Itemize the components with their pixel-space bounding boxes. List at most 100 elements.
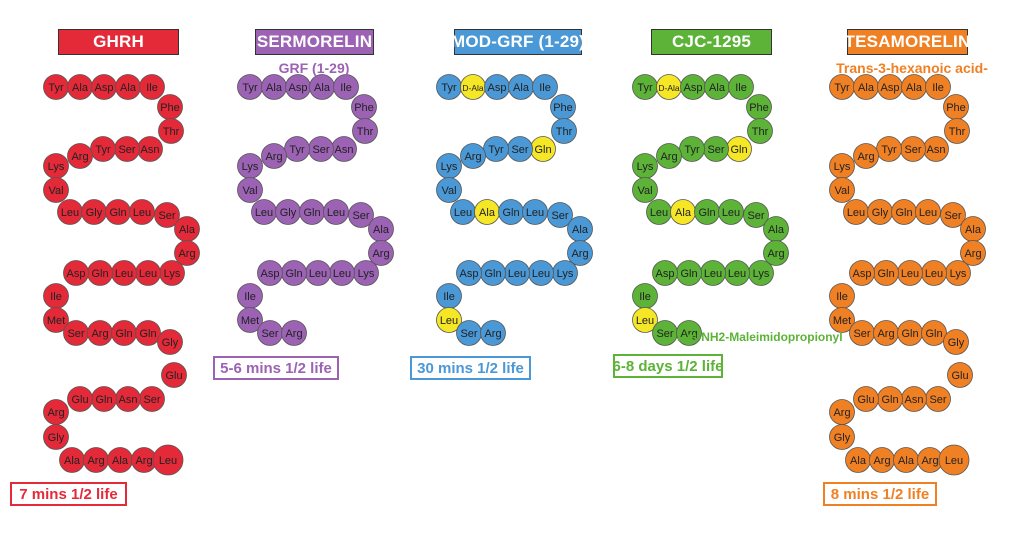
residue-label-sermorelin-12: Lys: [242, 161, 259, 173]
halflife-label-cjc1295: 6-8 days 1/2 life: [613, 354, 723, 378]
residue-label-sermorelin-20: Arg: [372, 248, 389, 260]
residue-cjc-29: [676, 320, 702, 346]
residue-label-tesamorelin-26: Ile: [836, 291, 848, 303]
residue-label-tesamorelin-18: Ser: [944, 210, 961, 222]
residue-label-modgrf-28: Ser: [460, 328, 477, 340]
residue-label-sermorelin-15: Gly: [280, 207, 297, 219]
residue-label-tesamorelin-27: Met: [833, 315, 851, 327]
residue-label-modgrf-24: Gln: [484, 268, 501, 280]
halflife-label-modgrf: 30 mins 1/2 life: [410, 356, 531, 380]
residue-label-ghrh-37: Glu: [71, 394, 88, 406]
residue-label-sermorelin-22: Leu: [333, 268, 351, 280]
residue-tesamorelin-13: [829, 177, 855, 203]
residue-label-tesamorelin-20: Arg: [964, 248, 981, 260]
residue-label-sermorelin-26: Ile: [244, 291, 256, 303]
residue-label-modgrf-1: Tyr: [441, 82, 457, 94]
residue-label-tesamorelin-41: Arg: [873, 455, 890, 467]
residue-modgrf-5: [532, 74, 558, 100]
residue-modgrf-11: [460, 143, 486, 169]
residue-label-sermorelin-16: Gln: [303, 207, 320, 219]
residue-label-sermorelin-23: Leu: [309, 268, 327, 280]
residue-tesamorelin-18: [940, 202, 966, 228]
residue-sermorelin-11: [261, 143, 287, 169]
residue-ghrh-20: [174, 240, 200, 266]
residue-label-sermorelin-29: Arg: [285, 328, 302, 340]
residue-cjc-7: [747, 118, 773, 144]
residue-label-cjc-26: Ile: [639, 291, 651, 303]
residue-label-sermorelin-10: Tyr: [289, 144, 305, 156]
residue-label-ghrh-32: Gly: [162, 337, 179, 349]
residue-ghrh-13: [43, 177, 69, 203]
residue-label-cjc-23: Leu: [704, 268, 722, 280]
residue-tesamorelin-20: [960, 240, 986, 266]
residue-label-tesamorelin-15: Gly: [872, 207, 889, 219]
residue-label-cjc-14: Leu: [650, 207, 668, 219]
residue-label-tesamorelin-29: Arg: [877, 328, 894, 340]
residue-label-ghrh-10: Tyr: [95, 144, 111, 156]
residue-label-cjc-27: Leu: [636, 315, 654, 327]
residue-label-ghrh-41: Arg: [87, 455, 104, 467]
residue-label-ghrh-3: Asp: [95, 82, 114, 94]
residue-label-ghrh-35: Asn: [119, 394, 138, 406]
residue-label-tesamorelin-35: Asn: [905, 394, 924, 406]
residue-label-sermorelin-17: Leu: [327, 207, 345, 219]
residue-label-sermorelin-19: Ala: [373, 224, 390, 236]
residue-label-tesamorelin-21: Lys: [950, 268, 967, 280]
residue-label-sermorelin-13: Val: [242, 185, 257, 197]
residue-label-sermorelin-7: Thr: [357, 126, 374, 138]
residue-label-cjc-7: Thr: [752, 126, 769, 138]
residue-cjc-25: [652, 260, 678, 286]
residue-label-tesamorelin-9: Ser: [904, 144, 921, 156]
residue-tesamorelin-27: [829, 307, 855, 333]
residue-label-modgrf-21: Lys: [557, 268, 574, 280]
residue-label-ghrh-9: Ser: [118, 144, 135, 156]
residue-label-ghrh-24: Gln: [91, 268, 108, 280]
residue-label-ghrh-16: Gln: [109, 207, 126, 219]
residue-label-tesamorelin-43: Arg: [921, 455, 938, 467]
residue-label-cjc-18: Ser: [747, 210, 764, 222]
residue-tesamorelin-32: [943, 329, 969, 355]
residue-label-tesamorelin-24: Gln: [877, 268, 894, 280]
residue-label-ghrh-17: Leu: [133, 207, 151, 219]
residue-sermorelin-7: [352, 118, 378, 144]
residue-label-ghrh-21: Lys: [164, 268, 181, 280]
residue-label-tesamorelin-44: Leu: [945, 455, 963, 467]
residue-label-ghrh-27: Met: [47, 315, 65, 327]
residue-tesamorelin-44: [938, 444, 970, 476]
residue-cjc-20: [763, 240, 789, 266]
residue-label-tesamorelin-40: Ala: [850, 455, 867, 467]
subtitle-sermorelin: GRF (1-29): [278, 60, 350, 76]
residue-label-ghrh-30: Gln: [115, 328, 132, 340]
residue-label-tesamorelin-38: Arg: [833, 407, 850, 419]
residue-label-sermorelin-14: Leu: [255, 207, 273, 219]
residue-label-tesamorelin-30: Gln: [901, 328, 918, 340]
residue-label-cjc-25: Asp: [656, 268, 675, 280]
residue-label-modgrf-29: Arg: [484, 328, 501, 340]
residue-label-sermorelin-6: Phe: [354, 102, 374, 114]
residue-label-sermorelin-5: Ile: [340, 82, 352, 94]
residue-label-cjc-10: Tyr: [684, 144, 700, 156]
residue-cjc-18: [743, 202, 769, 228]
residue-label-ghrh-15: Gly: [86, 207, 103, 219]
residue-label-tesamorelin-32: Gly: [948, 337, 965, 349]
residue-sermorelin-29: [281, 320, 307, 346]
residue-label-sermorelin-4: Ala: [314, 82, 331, 94]
panel-title-sermorelin: SERMORELIN: [255, 29, 374, 55]
residue-label-tesamorelin-22: Leu: [925, 268, 943, 280]
residue-label-ghrh-43: Arg: [135, 455, 152, 467]
note-cjc1295: Lys-NH2-Maleimidopropionyl: [677, 330, 843, 344]
residue-label-cjc-20: Arg: [767, 248, 784, 260]
residue-label-cjc-8: Gln: [730, 144, 747, 156]
residue-label-sermorelin-18: Ser: [352, 210, 369, 222]
residue-modgrf-18: [547, 202, 573, 228]
residue-sermorelin-27: [237, 307, 263, 333]
residue-cjc-5: [728, 74, 754, 100]
residue-label-tesamorelin-6: Phe: [946, 102, 966, 114]
residue-label-ghrh-20: Arg: [178, 248, 195, 260]
residue-label-modgrf-12: Lys: [441, 161, 458, 173]
residue-label-sermorelin-1: Tyr: [242, 82, 258, 94]
residue-label-modgrf-11: Arg: [464, 151, 481, 163]
